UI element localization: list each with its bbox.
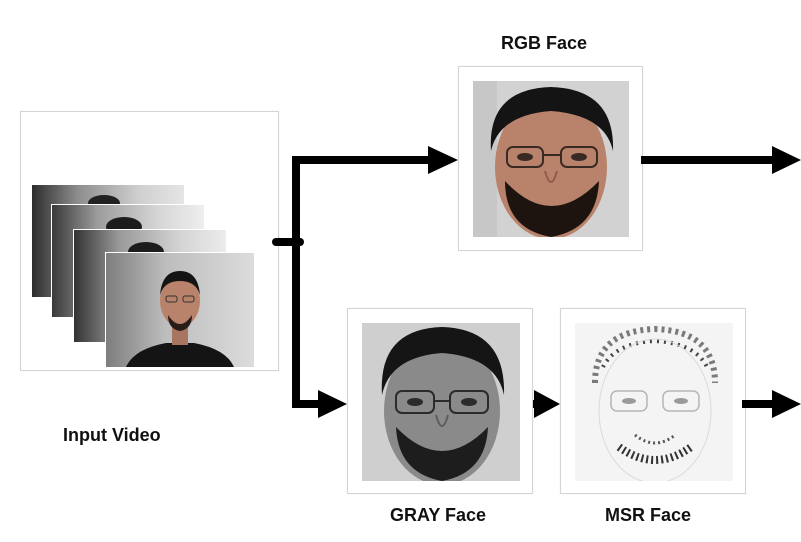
gray-face-label: GRAY Face	[390, 505, 487, 525]
video-frame-front	[105, 252, 255, 368]
arrow-to-rgb-head	[428, 146, 458, 174]
msr-face-label: MSR Face	[605, 505, 692, 525]
rgb-face-image	[473, 81, 629, 237]
arrow-msr-out-head	[772, 390, 801, 418]
input-video-label: Input Video	[63, 425, 161, 445]
arrow-rgb-out-head	[772, 146, 801, 174]
msr-face-box	[560, 308, 746, 494]
arrow-to-gray-head	[318, 390, 347, 418]
rgb-face-box	[458, 66, 643, 251]
msr-face-image	[575, 323, 733, 481]
gray-face-box	[347, 308, 533, 494]
frame-person-front	[126, 271, 234, 367]
rgb-face-label: RGB Face	[501, 33, 588, 53]
input-video-box	[20, 111, 279, 371]
arrow-gray-to-msr-head	[534, 390, 560, 418]
gray-face-image	[362, 323, 520, 481]
